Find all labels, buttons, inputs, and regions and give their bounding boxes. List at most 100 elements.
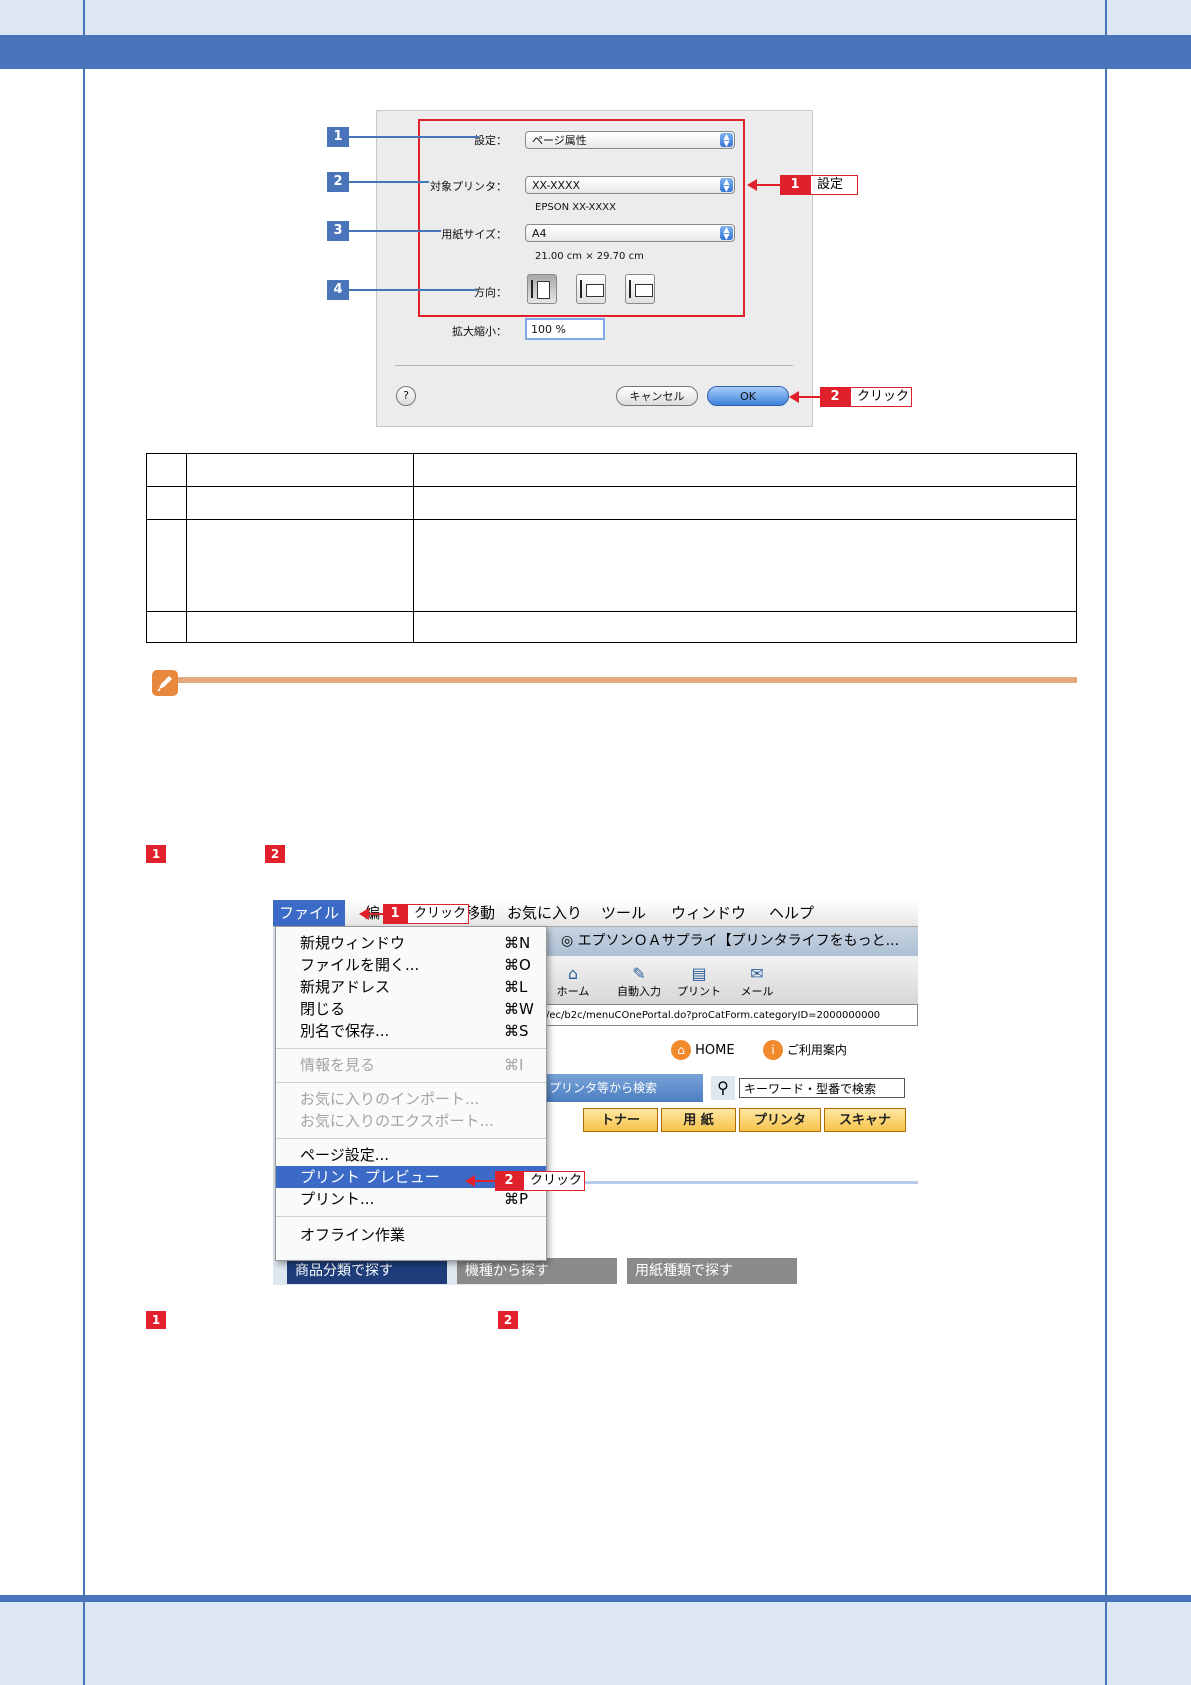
callout-arrow-icon [465,1175,475,1187]
footer-bar [0,1595,1191,1602]
menu-go[interactable]: 移動 [465,904,496,922]
table-row [146,611,1077,643]
mail-icon: ✉ [750,964,764,983]
printer-label: 対象プリンタ： [430,180,507,193]
search-tab[interactable]: プリンタ等から検索 [543,1074,703,1102]
home-circle-icon: ⌂ [671,1040,691,1060]
callout-1-text: 設定 [810,175,858,195]
guide-link[interactable]: i ご利用案内 [763,1040,847,1060]
menu-help[interactable]: ヘルプ [769,904,815,922]
table-row [146,453,1077,487]
nav-tab-category-label: 商品分類で探す [295,1263,393,1279]
menu-item-open-file[interactable]: ファイルを開く...⌘O [300,956,531,974]
orientation-landscape-button[interactable] [576,274,606,304]
landscape-icon [586,284,604,297]
marker-4: 4 [327,280,349,300]
menu-item-work-offline[interactable]: オフライン作業 [300,1226,406,1244]
marker-1-line [349,136,479,138]
menu-separator [276,1138,546,1139]
window-title: ◎ エプソンＯＡサプライ【プリンタライフをもっと... [561,933,900,949]
marker-2-line [349,181,429,183]
print-toolbar-button[interactable]: ▤ プリント [669,964,729,999]
marker-3-line [349,230,441,232]
menu-item-new-address[interactable]: 新規アドレス⌘L [300,978,528,996]
orientation-portrait-button[interactable] [527,274,557,304]
address-bar[interactable]: /ec/b2c/menuCOnePortal.do?proCatForm.cat… [543,1004,918,1026]
pencil-note-icon [152,670,178,696]
nav-tab-category[interactable]: 商品分類で探す [287,1258,447,1284]
printer-icon: ▤ [691,964,707,983]
menu-item-new-window[interactable]: 新規ウィンドウ⌘N [300,934,531,952]
marker-3: 3 [327,221,349,241]
popup-arrows-icon: ▲▼ [720,226,733,241]
settings-label: 設定： [474,134,507,147]
popup-arrows-icon: ▲▼ [720,133,733,148]
home-link[interactable]: ⌂ HOME [671,1040,735,1060]
nav-tab-paper-type-label: 用紙種類で探す [635,1263,733,1279]
settings-popup[interactable]: ページ属性 ▲▼ [525,131,735,149]
autofill-toolbar-button[interactable]: ✎ 自動入力 [609,964,669,999]
note-bar [172,677,1077,683]
home-toolbar-button[interactable]: ⌂ ホーム [543,964,603,999]
guide-link-label: ご利用案内 [786,1043,847,1057]
house-icon: ⌂ [567,964,579,983]
tab-scanner[interactable]: スキャナ [824,1108,906,1132]
nav-tab-model[interactable]: 機種から探す [457,1258,617,1284]
help-button[interactable]: ? [396,386,416,406]
menu-item-save-as[interactable]: 別名で保存...⌘S [300,1022,529,1040]
browser-menu-screenshot: ◎ エプソンＯＡサプライ【プリンタライフをもっと... ⌂ ホーム ✎ 自動入力… [273,900,918,1285]
settings-table [146,453,1077,643]
step-badge-2: 2 [265,845,285,863]
callout-2-number: 2 [820,387,850,407]
menu-window[interactable]: ウィンドウ [671,904,747,922]
printer-popup[interactable]: XX-XXXX ▲▼ [525,176,735,194]
menu-file[interactable]: ファイル [273,900,346,926]
tab-paper[interactable]: 用 紙 [661,1108,736,1132]
menu-separator [276,1216,546,1217]
table-row [146,486,1077,520]
mail-toolbar-button[interactable]: ✉ メール [727,964,787,999]
menu-favorites[interactable]: お気に入り [507,904,583,922]
menu-item-get-info: 情報を見る⌘I [300,1056,524,1074]
marker-2: 2 [327,172,349,192]
menu-item-close[interactable]: 閉じる⌘W [300,1000,534,1018]
browser-title-bar: ◎ エプソンＯＡサプライ【プリンタライフをもっと... [543,926,918,956]
menu-item-import-favorites: お気に入りのインポート... [300,1090,480,1108]
scale-input[interactable]: 100 % [525,318,605,340]
settings-value: ページ属性 [532,134,587,147]
marker-4-line [349,289,477,291]
callout-2-text: クリック [850,387,912,407]
cancel-button[interactable]: キャンセル [616,386,698,406]
marker-1: 1 [327,127,349,147]
address-url: /ec/b2c/menuCOnePortal.do?proCatForm.cat… [546,1010,881,1021]
keyword-search-input[interactable]: キーワード・型番で検索 [739,1078,905,1098]
step-badge-1: 1 [146,1311,166,1329]
menu-separator [276,1082,546,1083]
menu-item-print[interactable]: プリント...⌘P [300,1190,529,1208]
step-badge-2: 2 [498,1311,518,1329]
nav-tab-model-label: 機種から探す [465,1263,549,1279]
nav-tab-paper-type[interactable]: 用紙種類で探す [627,1258,797,1284]
menu-tools[interactable]: ツール [601,904,647,922]
callout-1-line [756,184,780,186]
menu-item-page-setup[interactable]: ページ設定... [300,1146,390,1164]
paper-size-subtext: 21.00 cm × 29.70 cm [535,251,644,262]
tab-toner[interactable]: トナー [583,1108,658,1132]
search-icon: ⚲ [711,1076,735,1100]
tab-printer[interactable]: プリンタ [739,1108,821,1132]
ok-button[interactable]: OK [707,386,789,406]
callout-arrow-icon [747,179,757,191]
callout-arrow-icon [359,908,369,920]
menu-callout-2-number: 2 [495,1171,523,1191]
paper-size-popup[interactable]: A4 ▲▼ [525,224,735,242]
popup-arrows-icon: ▲▼ [720,178,733,193]
print-toolbar-label: プリント [677,985,721,998]
home-toolbar-label: ホーム [556,985,590,998]
menu-item-export-favorites: お気に入りのエクスポート... [300,1112,494,1130]
page-setup-dialog: 設定： ページ属性 ▲▼ 対象プリンタ： XX-XXXX ▲▼ EPSON XX… [376,110,813,427]
orientation-reverse-landscape-button[interactable] [625,274,655,304]
printer-value: XX-XXXX [532,179,581,192]
browser-toolbar: ⌂ ホーム ✎ 自動入力 ▤ プリント ✉ メール [543,956,918,1004]
menu-callout-1-line [369,913,383,915]
menu-item-print-preview[interactable]: プリント プレビュー [276,1166,546,1188]
